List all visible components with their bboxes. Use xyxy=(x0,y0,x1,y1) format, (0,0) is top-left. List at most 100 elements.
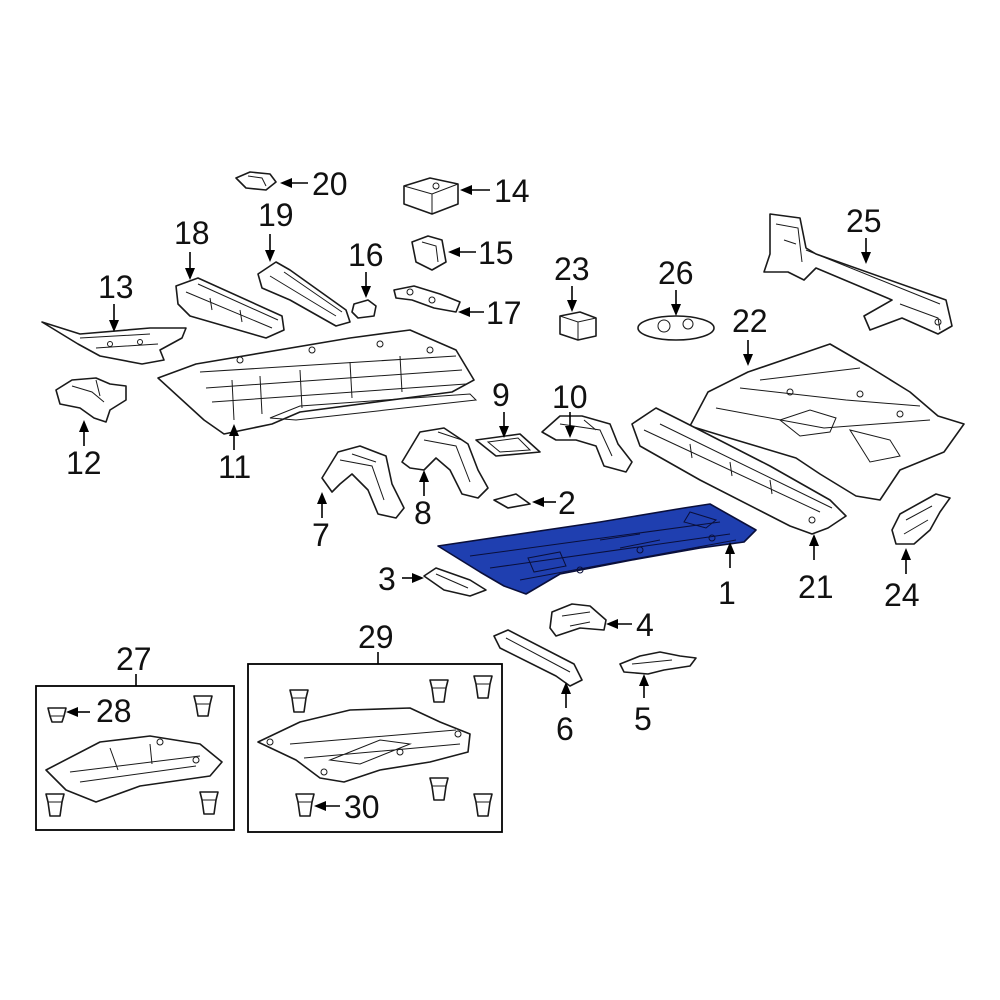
callout-18: 18 xyxy=(174,215,210,280)
svg-text:24: 24 xyxy=(884,577,920,613)
callout-28: 28 xyxy=(66,693,132,729)
svg-text:17: 17 xyxy=(486,295,522,331)
callout-20: 20 xyxy=(280,166,348,202)
part-29-cover[interactable] xyxy=(257,707,471,783)
svg-text:8: 8 xyxy=(414,495,432,531)
svg-text:18: 18 xyxy=(174,215,210,251)
svg-text:19: 19 xyxy=(258,197,294,233)
callout-16: 16 xyxy=(348,237,384,298)
clip-30-f[interactable] xyxy=(473,793,493,817)
callout-21: 21 xyxy=(798,534,834,605)
part-27-cover[interactable] xyxy=(45,735,223,803)
callout-4: 4 xyxy=(606,607,654,643)
callout-25: 25 xyxy=(846,203,882,264)
callout-19: 19 xyxy=(258,197,294,262)
clip-30-b[interactable] xyxy=(429,679,449,703)
svg-text:28: 28 xyxy=(96,693,132,729)
svg-text:3: 3 xyxy=(378,561,396,597)
part-19[interactable] xyxy=(257,261,351,327)
callout-12: 12 xyxy=(66,420,102,481)
callout-2: 2 xyxy=(532,485,576,521)
part-18[interactable] xyxy=(175,277,285,339)
svg-text:2: 2 xyxy=(558,485,576,521)
svg-text:7: 7 xyxy=(312,517,330,553)
svg-text:15: 15 xyxy=(478,235,514,271)
svg-text:9: 9 xyxy=(492,377,510,413)
clip-30-d[interactable] xyxy=(295,793,315,817)
callout-26: 26 xyxy=(658,255,694,316)
callout-15: 15 xyxy=(448,235,514,271)
callout-5: 5 xyxy=(634,674,652,737)
clip-28-c[interactable] xyxy=(45,793,65,817)
part-7[interactable] xyxy=(321,445,405,519)
part-5[interactable] xyxy=(619,651,697,675)
callout-10: 10 xyxy=(552,379,588,438)
callout-13: 13 xyxy=(98,269,134,332)
callout-9: 9 xyxy=(492,377,510,438)
part-23[interactable] xyxy=(559,311,597,341)
svg-text:23: 23 xyxy=(554,251,590,287)
callout-11: 11 xyxy=(218,424,251,485)
clip-28-d[interactable] xyxy=(199,791,219,815)
part-26[interactable] xyxy=(637,315,715,341)
callout-7: 7 xyxy=(312,492,330,553)
svg-text:27: 27 xyxy=(116,641,152,677)
svg-text:26: 26 xyxy=(658,255,694,291)
part-3[interactable] xyxy=(423,567,487,597)
svg-text:10: 10 xyxy=(552,379,588,415)
part-16[interactable] xyxy=(351,299,377,319)
svg-text:29: 29 xyxy=(358,619,394,655)
svg-text:12: 12 xyxy=(66,445,102,481)
callout-3: 3 xyxy=(378,561,424,597)
svg-text:1: 1 xyxy=(718,575,736,611)
part-2[interactable] xyxy=(493,493,531,509)
svg-text:14: 14 xyxy=(494,173,530,209)
part-17[interactable] xyxy=(393,285,461,313)
part-1[interactable] xyxy=(437,503,757,595)
clip-30-a[interactable] xyxy=(289,689,309,713)
part-12[interactable] xyxy=(55,377,127,423)
svg-text:16: 16 xyxy=(348,237,384,273)
svg-text:25: 25 xyxy=(846,203,882,239)
svg-text:21: 21 xyxy=(798,569,834,605)
part-13[interactable] xyxy=(41,321,187,365)
group-box-29: 29 xyxy=(247,619,503,833)
svg-text:6: 6 xyxy=(556,711,574,747)
callout-14: 14 xyxy=(460,173,530,209)
part-14[interactable] xyxy=(403,177,459,215)
part-24[interactable] xyxy=(891,493,951,545)
part-8[interactable] xyxy=(401,427,489,499)
svg-text:13: 13 xyxy=(98,269,134,305)
callout-30: 30 xyxy=(314,789,380,825)
clip-30-e[interactable] xyxy=(429,777,449,801)
clip-28-a[interactable] xyxy=(47,707,67,723)
svg-text:11: 11 xyxy=(218,449,251,485)
callout-1: 1 xyxy=(718,542,736,611)
svg-text:30: 30 xyxy=(344,789,380,825)
group-box-27: 27 xyxy=(35,641,235,831)
part-15[interactable] xyxy=(411,235,447,271)
part-22[interactable] xyxy=(689,343,965,501)
part-9[interactable] xyxy=(475,433,541,457)
clip-30-c[interactable] xyxy=(473,675,493,699)
part-10[interactable] xyxy=(541,415,633,473)
part-11[interactable] xyxy=(157,329,478,435)
part-25[interactable] xyxy=(763,213,953,335)
clip-28-b[interactable] xyxy=(193,695,213,717)
callout-22: 22 xyxy=(732,303,768,366)
svg-text:4: 4 xyxy=(636,607,654,643)
svg-text:5: 5 xyxy=(634,701,652,737)
part-20[interactable] xyxy=(235,171,277,191)
part-21[interactable] xyxy=(631,407,847,535)
part-4[interactable] xyxy=(549,603,607,637)
svg-text:20: 20 xyxy=(312,166,348,202)
svg-text:22: 22 xyxy=(732,303,768,339)
callout-23: 23 xyxy=(554,251,590,312)
callout-6: 6 xyxy=(556,682,574,747)
part-6[interactable] xyxy=(493,629,583,687)
callout-8: 8 xyxy=(414,470,432,531)
callout-24: 24 xyxy=(884,548,920,613)
part-1-body xyxy=(437,503,757,595)
callout-17: 17 xyxy=(458,295,522,331)
